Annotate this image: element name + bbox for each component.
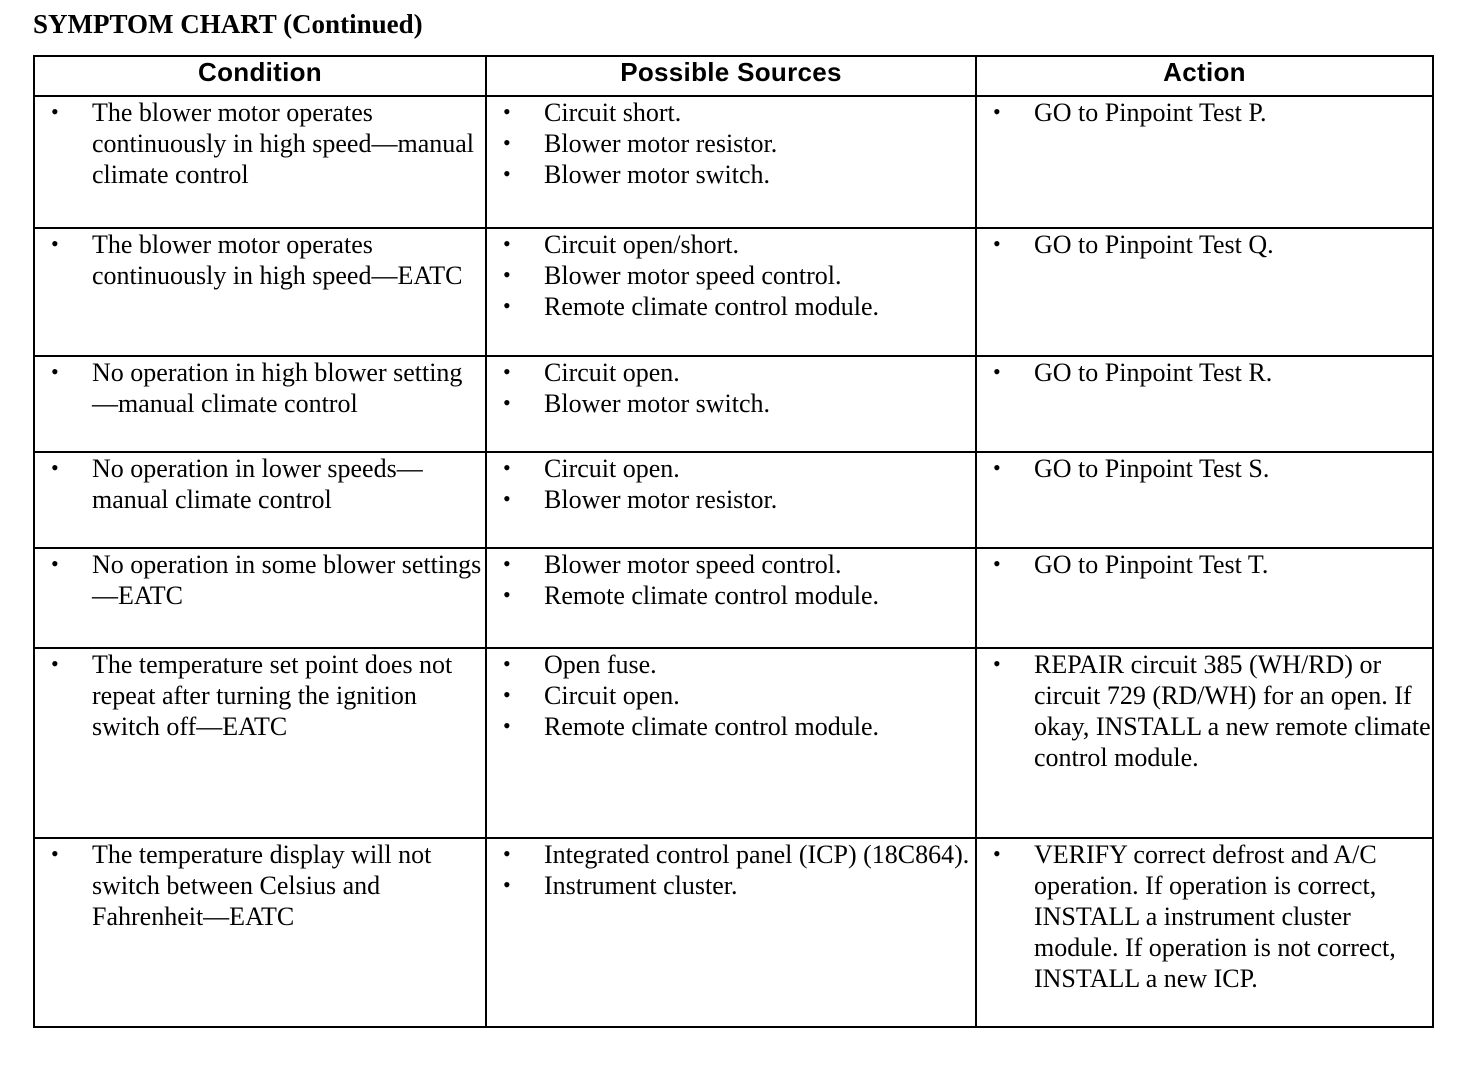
cell-condition: No operation in lower speeds—manual clim…: [33, 451, 487, 549]
bullet-list: Integrated control panel (ICP) (18C864).…: [487, 838, 975, 901]
page-title: SYMPTOM CHART (Continued): [33, 9, 423, 39]
cell-condition: The temperature display will not switch …: [33, 837, 487, 1028]
table-row: The temperature display will not switch …: [33, 837, 1434, 1028]
bullet-item: The blower motor operates continuously i…: [35, 96, 485, 190]
bullet-item: No operation in high blower setting—manu…: [35, 356, 485, 419]
bullet-item: Blower motor speed control.: [487, 548, 975, 580]
bullet-item: The temperature display will not switch …: [35, 838, 485, 932]
table-row: No operation in some blower settings—EAT…: [33, 547, 1434, 649]
cell-possible-sources: Integrated control panel (ICP) (18C864).…: [485, 837, 977, 1028]
bullet-list: GO to Pinpoint Test S.: [977, 452, 1432, 484]
bullet-list: No operation in lower speeds—manual clim…: [35, 452, 485, 515]
bullet-list: GO to Pinpoint Test T.: [977, 548, 1432, 580]
bullet-item: Blower motor switch.: [487, 387, 975, 419]
bullet-list: The temperature display will not switch …: [35, 838, 485, 932]
cell-possible-sources: Circuit open.Blower motor resistor.: [485, 451, 977, 549]
bullet-list: Open fuse.Circuit open.Remote climate co…: [487, 648, 975, 742]
column-header-condition: Condition: [33, 55, 487, 97]
bullet-item: Blower motor resistor.: [487, 127, 975, 159]
table-row: No operation in high blower setting—manu…: [33, 355, 1434, 453]
bullet-item: Circuit open.: [487, 452, 975, 484]
bullet-list: The blower motor operates continuously i…: [35, 96, 485, 190]
table-body: The blower motor operates continuously i…: [33, 95, 1434, 1028]
column-header-possible-sources: Possible Sources: [485, 55, 977, 97]
cell-possible-sources: Blower motor speed control.Remote climat…: [485, 547, 977, 649]
bullet-item: Remote climate control module.: [487, 290, 975, 322]
bullet-list: No operation in some blower settings—EAT…: [35, 548, 485, 611]
column-header-action: Action: [975, 55, 1434, 97]
cell-condition: No operation in some blower settings—EAT…: [33, 547, 487, 649]
bullet-item: GO to Pinpoint Test T.: [977, 548, 1432, 580]
cell-action: GO to Pinpoint Test S.: [975, 451, 1434, 549]
table-row: The blower motor operates continuously i…: [33, 95, 1434, 229]
bullet-item: Blower motor switch.: [487, 158, 975, 190]
bullet-item: The temperature set point does not repea…: [35, 648, 485, 742]
cell-possible-sources: Open fuse.Circuit open.Remote climate co…: [485, 647, 977, 839]
bullet-item: GO to Pinpoint Test Q.: [977, 228, 1432, 260]
bullet-item: No operation in lower speeds—manual clim…: [35, 452, 485, 515]
bullet-item: Blower motor resistor.: [487, 483, 975, 515]
bullet-item: GO to Pinpoint Test P.: [977, 96, 1432, 128]
bullet-list: Circuit short.Blower motor resistor.Blow…: [487, 96, 975, 190]
table-row: The blower motor operates continuously i…: [33, 227, 1434, 357]
cell-condition: The blower motor operates continuously i…: [33, 95, 487, 229]
bullet-list: GO to Pinpoint Test P.: [977, 96, 1432, 128]
bullet-item: No operation in some blower settings—EAT…: [35, 548, 485, 611]
cell-action: GO to Pinpoint Test Q.: [975, 227, 1434, 357]
table-row: No operation in lower speeds—manual clim…: [33, 451, 1434, 549]
cell-condition: The blower motor operates continuously i…: [33, 227, 487, 357]
bullet-list: VERIFY correct defrost and A/C operation…: [977, 838, 1432, 994]
cell-action: GO to Pinpoint Test T.: [975, 547, 1434, 649]
cell-possible-sources: Circuit open.Blower motor switch.: [485, 355, 977, 453]
bullet-list: The blower motor operates continuously i…: [35, 228, 485, 291]
bullet-item: Circuit open.: [487, 356, 975, 388]
bullet-item: REPAIR circuit 385 (WH/RD) or circuit 72…: [977, 648, 1432, 773]
bullet-list: Circuit open.Blower motor switch.: [487, 356, 975, 419]
cell-possible-sources: Circuit short.Blower motor resistor.Blow…: [485, 95, 977, 229]
bullet-list: Circuit open.Blower motor resistor.: [487, 452, 975, 515]
bullet-list: GO to Pinpoint Test R.: [977, 356, 1432, 388]
bullet-item: Blower motor speed control.: [487, 259, 975, 291]
table-header-row: Condition Possible Sources Action: [33, 55, 1434, 97]
bullet-item: GO to Pinpoint Test R.: [977, 356, 1432, 388]
bullet-item: VERIFY correct defrost and A/C operation…: [977, 838, 1432, 994]
bullet-item: Integrated control panel (ICP) (18C864).: [487, 838, 975, 870]
bullet-item: The blower motor operates continuously i…: [35, 228, 485, 291]
table-row: The temperature set point does not repea…: [33, 647, 1434, 839]
cell-condition: No operation in high blower setting—manu…: [33, 355, 487, 453]
bullet-item: Circuit open.: [487, 679, 975, 711]
bullet-item: Instrument cluster.: [487, 869, 975, 901]
bullet-list: Blower motor speed control.Remote climat…: [487, 548, 975, 611]
bullet-item: GO to Pinpoint Test S.: [977, 452, 1432, 484]
cell-action: GO to Pinpoint Test R.: [975, 355, 1434, 453]
cell-action: VERIFY correct defrost and A/C operation…: [975, 837, 1434, 1028]
cell-action: REPAIR circuit 385 (WH/RD) or circuit 72…: [975, 647, 1434, 839]
cell-action: GO to Pinpoint Test P.: [975, 95, 1434, 229]
bullet-item: Circuit short.: [487, 96, 975, 128]
bullet-list: GO to Pinpoint Test Q.: [977, 228, 1432, 260]
bullet-list: REPAIR circuit 385 (WH/RD) or circuit 72…: [977, 648, 1432, 773]
bullet-item: Remote climate control module.: [487, 579, 975, 611]
bullet-item: Remote climate control module.: [487, 710, 975, 742]
cell-condition: The temperature set point does not repea…: [33, 647, 487, 839]
bullet-list: No operation in high blower setting—manu…: [35, 356, 485, 419]
bullet-item: Circuit open/short.: [487, 228, 975, 260]
bullet-list: Circuit open/short.Blower motor speed co…: [487, 228, 975, 322]
bullet-list: The temperature set point does not repea…: [35, 648, 485, 742]
symptom-chart-table: Condition Possible Sources Action The bl…: [33, 55, 1434, 1028]
cell-possible-sources: Circuit open/short.Blower motor speed co…: [485, 227, 977, 357]
bullet-item: Open fuse.: [487, 648, 975, 680]
